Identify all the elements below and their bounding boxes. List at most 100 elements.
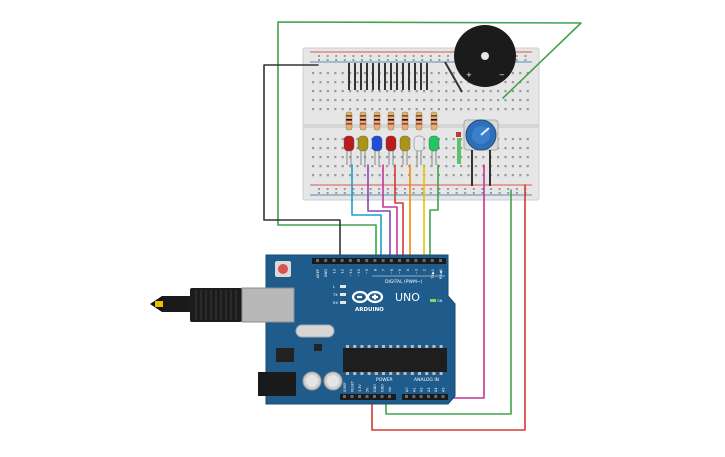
analog-pin-label: A3: [427, 388, 431, 392]
rail-hole: [378, 192, 381, 194]
header-pin[interactable]: [365, 259, 369, 262]
breadboard-hole: [386, 90, 389, 93]
header-pin[interactable]: [324, 259, 328, 262]
resistor-band: [360, 123, 366, 125]
breadboard-hole: [371, 90, 374, 93]
header-pin[interactable]: [426, 395, 430, 398]
header-pin[interactable]: [357, 259, 360, 262]
header-pin[interactable]: [380, 395, 384, 398]
header-pin[interactable]: [389, 259, 393, 262]
breadboard-hole: [430, 108, 433, 111]
rail-hole: [524, 55, 527, 57]
breadboard-hole: [430, 99, 433, 102]
header-pin[interactable]: [373, 395, 376, 398]
breadboard-hole: [349, 165, 352, 168]
led: [385, 135, 397, 165]
breadboard-hole: [452, 138, 455, 141]
rail-hole: [429, 188, 432, 190]
rail-hole: [438, 192, 441, 194]
breadboard-holes: [312, 55, 529, 194]
header-pin[interactable]: [365, 395, 369, 398]
breadboard-hole: [334, 165, 337, 168]
breadboard-hole: [423, 90, 426, 93]
breadboard-hole: [423, 81, 426, 84]
rail-hole: [421, 192, 424, 194]
rail-hole: [429, 192, 432, 194]
breadboard-hole: [511, 72, 514, 75]
breadboard-hole: [334, 90, 337, 93]
header-pin[interactable]: [430, 259, 434, 262]
breadboard-hole: [312, 156, 315, 159]
breadboard-hole: [452, 156, 455, 159]
breadboard-hole: [519, 72, 522, 75]
on-label: ON: [437, 299, 443, 303]
rail-hole: [515, 192, 518, 194]
resistor-band: [360, 119, 366, 121]
breadboard-hole: [378, 99, 381, 102]
header-pin[interactable]: [434, 395, 438, 398]
breadboard-hole: [445, 108, 448, 111]
chip-pin: [367, 372, 371, 375]
resistor: [345, 111, 353, 131]
rail-hole: [421, 55, 424, 57]
breadboard-hole: [511, 90, 514, 93]
header-pin[interactable]: [316, 259, 319, 262]
rail-hole: [335, 55, 338, 57]
header-pin[interactable]: [412, 395, 416, 398]
header-pin[interactable]: [340, 259, 344, 262]
header-pin[interactable]: [358, 395, 361, 398]
rail-hole: [421, 59, 424, 61]
led-body: [357, 135, 369, 152]
digital-pin-label: RX◀0: [439, 268, 443, 279]
led-body: [428, 135, 440, 152]
breadboard-hole: [497, 165, 500, 168]
rail-hole: [455, 192, 458, 194]
rail-hole: [335, 59, 338, 61]
breadboard-hole: [430, 174, 433, 177]
header-pin[interactable]: [332, 259, 336, 262]
breadboard-hole: [400, 156, 403, 159]
header-pin[interactable]: [439, 259, 442, 262]
breadboard-hole: [334, 147, 337, 150]
header-pin[interactable]: [441, 395, 445, 398]
board-led: [340, 285, 346, 288]
breadboard-hole: [408, 156, 411, 159]
breadboard-hole: [437, 99, 440, 102]
header-pin[interactable]: [414, 259, 418, 262]
breadboard-hole: [400, 174, 403, 177]
header-pin[interactable]: [422, 259, 426, 262]
breadboard-hole: [319, 72, 322, 75]
header-pin[interactable]: [419, 395, 423, 398]
breadboard-hole: [363, 108, 366, 111]
resistor-band: [402, 115, 408, 117]
digital-pin-label: 4: [406, 268, 410, 271]
analog-pin-label: A0: [405, 388, 409, 392]
header-pin[interactable]: [348, 259, 352, 262]
breadboard-hole: [423, 99, 426, 102]
breadboard-hole: [386, 81, 389, 84]
rail-hole: [447, 55, 449, 57]
potentiometer[interactable]: [463, 119, 499, 151]
header-pin[interactable]: [343, 395, 346, 398]
breadboard-hole: [445, 147, 448, 150]
header-pin[interactable]: [406, 259, 410, 262]
breadboard-hole: [497, 156, 500, 159]
breadboard-hole: [371, 108, 374, 111]
resistor-body: [387, 111, 395, 131]
header-pin[interactable]: [373, 259, 377, 262]
rail-hole: [326, 192, 329, 194]
reset-button[interactable]: [278, 264, 288, 274]
board-led-label: TX: [332, 293, 338, 297]
buzzer: + −: [454, 25, 516, 87]
header-pin[interactable]: [398, 259, 401, 262]
led: [428, 135, 440, 165]
voltage-regulator: [276, 348, 294, 362]
header-pin[interactable]: [350, 395, 354, 398]
header-pin[interactable]: [381, 259, 385, 262]
rail-hole: [335, 188, 338, 190]
header-pin[interactable]: [388, 395, 391, 398]
breadboard-hole: [312, 108, 315, 111]
header-pin[interactable]: [405, 395, 408, 398]
resistor-band: [374, 119, 380, 121]
analog-pin-label: A4: [434, 388, 438, 392]
